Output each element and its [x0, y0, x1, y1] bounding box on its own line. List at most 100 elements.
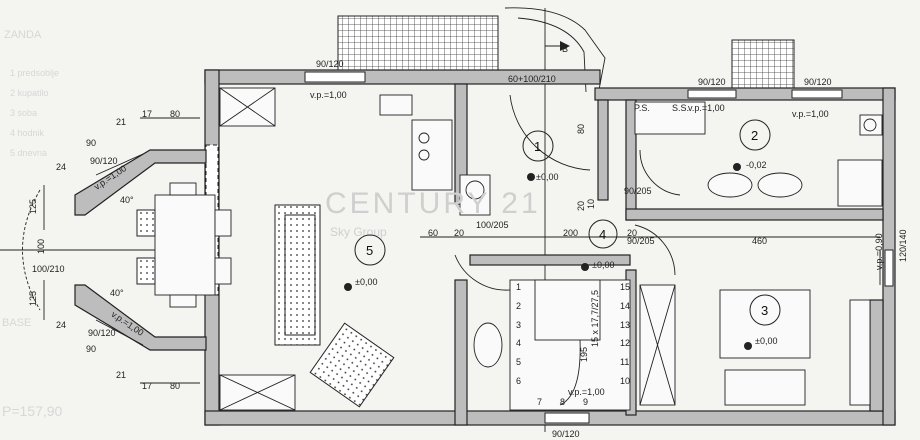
svg-text:21: 21 — [116, 117, 126, 127]
room-4: 4 ±0,00 — [588, 219, 618, 270]
room-3: 3 ±0,00 — [749, 294, 781, 346]
door-swings — [454, 94, 681, 291]
svg-text:10: 10 — [586, 199, 596, 209]
room-2: 2 -0,02 — [739, 119, 771, 170]
svg-text:195: 195 — [579, 347, 589, 362]
staircase — [473, 279, 631, 411]
stair-step-number: 2 — [516, 301, 521, 311]
bathroom-fixtures — [634, 101, 883, 207]
room-level: -0,02 — [746, 160, 767, 170]
stair-step-number: 7 — [537, 397, 542, 407]
room-level: ±0,00 — [355, 277, 377, 287]
stair-step-number: 13 — [620, 320, 630, 330]
svg-text:100/205: 100/205 — [476, 220, 509, 230]
stair-step-number: 3 — [516, 320, 521, 330]
svg-text:15 x 17,7/27,5: 15 x 17,7/27,5 — [590, 290, 600, 347]
outside-path — [504, 7, 606, 96]
section-label: B — [562, 44, 568, 54]
bedroom-furniture — [639, 284, 871, 406]
svg-text:24: 24 — [56, 320, 66, 330]
stair-step-number: 14 — [620, 301, 630, 311]
svg-text:80: 80 — [170, 381, 180, 391]
stair-step-number: 5 — [516, 357, 521, 367]
legend-line: 4 hodnik — [10, 128, 45, 138]
kitchen-counter — [379, 94, 491, 216]
terrace-right — [731, 39, 795, 91]
legend-line: 1 predsoblje — [10, 68, 59, 78]
stair-step-number: 1 — [516, 282, 521, 292]
svg-text:90/120: 90/120 — [552, 429, 580, 439]
svg-text:80: 80 — [170, 109, 180, 119]
svg-text:60+100/210: 60+100/210 — [508, 74, 556, 84]
legend-area: P=157,90 — [2, 403, 63, 419]
stair-step-number: 15 — [620, 282, 630, 292]
bay-window — [0, 149, 207, 351]
walls — [204, 69, 896, 426]
legend-base: BASE — [2, 317, 31, 329]
svg-text:20: 20 — [576, 201, 586, 211]
legend-line: 5 dnevna — [10, 148, 47, 158]
svg-text:20: 20 — [454, 228, 464, 238]
svg-text:24: 24 — [56, 162, 66, 172]
section-arrowhead — [560, 41, 570, 51]
svg-text:90/120: 90/120 — [88, 328, 116, 338]
room-level: ±0,00 — [536, 172, 558, 182]
svg-text:17: 17 — [142, 381, 152, 391]
room-number: 2 — [751, 128, 758, 143]
stair-step-number: 11 — [620, 357, 629, 367]
svg-text:90/120: 90/120 — [698, 77, 726, 87]
room-number: 5 — [366, 243, 373, 258]
svg-text:90: 90 — [86, 138, 96, 148]
svg-text:120/140: 120/140 — [898, 229, 908, 262]
stair-step-number: 9 — [583, 397, 588, 407]
svg-text:100/210: 100/210 — [32, 264, 65, 274]
svg-text:90: 90 — [86, 344, 96, 354]
room-level: ±0,00 — [755, 336, 777, 346]
faded-legend: ZANDA 1 predsoblje 2 kupatilo 3 soba 4 h… — [2, 29, 63, 419]
svg-text:S.S.: S.S. — [672, 103, 689, 113]
svg-text:21: 21 — [116, 370, 126, 380]
svg-text:90/120: 90/120 — [90, 156, 118, 166]
svg-text:v.p.=0,90: v.p.=0,90 — [874, 233, 884, 270]
legend-line: 3 soba — [10, 108, 37, 118]
svg-text:v.p.=1,00: v.p.=1,00 — [568, 387, 605, 397]
room-5: 5 ±0,00 — [354, 234, 386, 287]
legend-title: ZANDA — [4, 29, 42, 41]
svg-text:20: 20 — [627, 228, 637, 238]
svg-text:v.p.=1,00: v.p.=1,00 — [688, 103, 725, 113]
svg-text:90/120: 90/120 — [804, 77, 832, 87]
svg-text:90/205: 90/205 — [627, 236, 655, 246]
svg-text:125: 125 — [28, 291, 38, 306]
stair-step-number: 8 — [560, 397, 565, 407]
outside-path — [517, 17, 587, 93]
room-number: 4 — [599, 227, 606, 242]
room-number: 3 — [761, 303, 768, 318]
room-level: ±0,00 — [592, 260, 614, 270]
svg-text:80: 80 — [576, 124, 586, 134]
legend-line: 2 kupatilo — [10, 88, 49, 98]
storage-boxes — [219, 87, 296, 411]
svg-text:100: 100 — [36, 239, 46, 254]
room-number: 1 — [534, 139, 541, 154]
room-1: 1 ±0,00 — [522, 130, 558, 182]
watermark-brand: CENTURY 21 — [325, 187, 541, 220]
svg-text:200: 200 — [563, 228, 578, 238]
sofa — [274, 204, 395, 408]
stair-step-number: 6 — [516, 376, 521, 386]
svg-text:P.S.: P.S. — [634, 103, 650, 113]
svg-text:40°: 40° — [110, 288, 124, 298]
svg-text:40°: 40° — [120, 195, 134, 205]
dining-table — [136, 182, 232, 308]
level-markers — [344, 163, 752, 350]
watermark-sub: Sky Group — [330, 225, 387, 239]
svg-text:17: 17 — [142, 109, 152, 119]
dimension-lines — [43, 117, 881, 384]
svg-text:60: 60 — [428, 228, 438, 238]
stair-step-number: 10 — [620, 376, 630, 386]
svg-text:460: 460 — [752, 236, 767, 246]
svg-text:v.p.=1,00: v.p.=1,00 — [792, 109, 829, 119]
svg-text:125: 125 — [28, 199, 38, 214]
svg-text:v.p.=1,00: v.p.=1,00 — [310, 90, 347, 100]
